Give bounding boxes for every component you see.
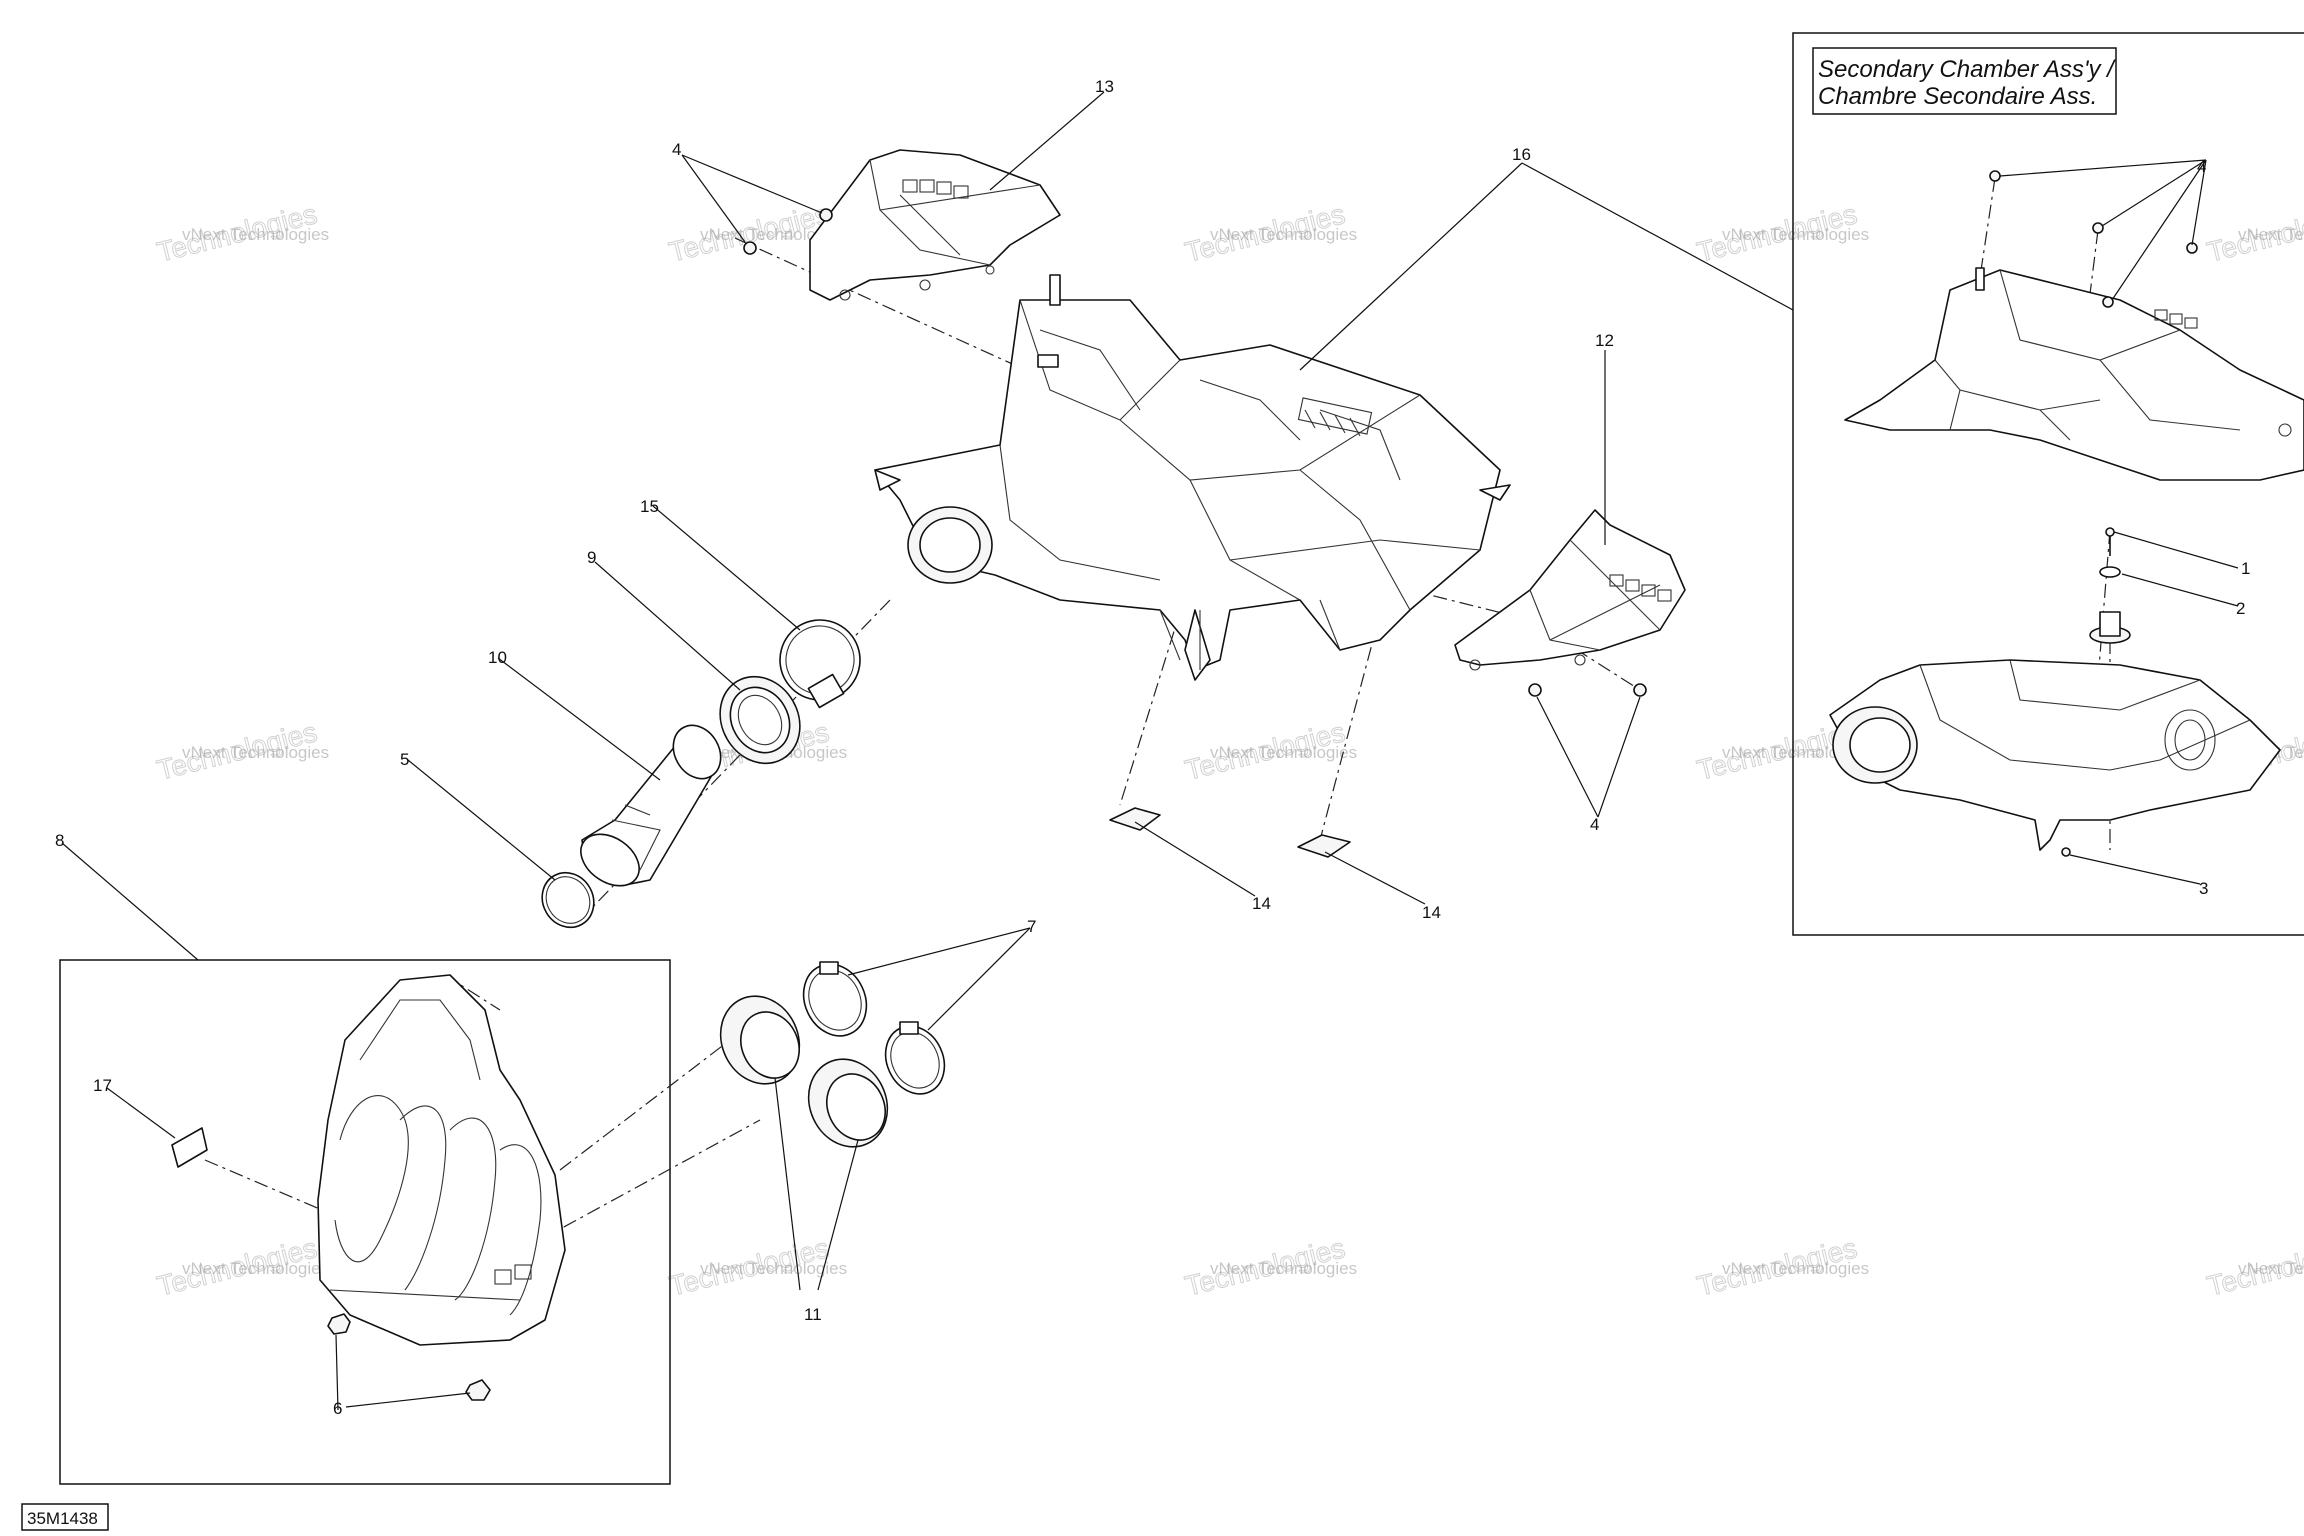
callout-2: 2 — [2236, 599, 2245, 618]
intake-bracket-13 — [809, 149, 1061, 301]
callout-4-right: 4 — [1590, 815, 1599, 834]
callout-5: 5 — [400, 750, 409, 769]
o-ring-5 — [541, 871, 595, 929]
callout-14-second: 14 — [1422, 903, 1441, 922]
inset-screws-4 — [1989, 170, 2198, 308]
svg-text:vNext Technologies: vNext Technologies — [2238, 1259, 2304, 1278]
callout-4-inset: 4 — [2197, 157, 2206, 176]
callout-1: 1 — [2241, 559, 2250, 578]
callout-9: 9 — [587, 548, 596, 567]
callout-12: 12 — [1595, 331, 1614, 350]
svg-text:vNext Technologies: vNext Technologies — [1722, 225, 1869, 244]
callout-11: 11 — [804, 1305, 822, 1324]
leader-lines — [61, 91, 2239, 1411]
callout-13: 13 — [1095, 77, 1114, 96]
secondary-chamber-lower — [1829, 659, 2281, 851]
watermark: Technologies vNext Technologies — [2203, 1232, 2304, 1303]
svg-text:vNext Technologies: vNext Technologies — [2238, 225, 2304, 244]
inset-grommet — [2089, 611, 2131, 644]
callout-7: 7 — [1027, 917, 1036, 936]
pads-14 — [1109, 807, 1351, 858]
watermark: Technologies vNext Technologies — [1181, 198, 1357, 269]
callouts: 13 4 16 12 15 9 10 5 8 17 6 7 11 14 14 4… — [55, 77, 2250, 1418]
callout-10: 10 — [488, 648, 507, 667]
callout-8: 8 — [55, 831, 64, 850]
airbox-main-assembly — [874, 274, 1511, 681]
svg-text:vNext Technologies: vNext Technologies — [1722, 1259, 1869, 1278]
figure-code-box — [21, 1503, 109, 1531]
callout-16: 16 — [1512, 145, 1531, 164]
watermark: Technologies vNext Technologies — [1181, 716, 1357, 787]
figure-code: 35M1438 — [27, 1509, 98, 1528]
filter-cover-inset-frame — [59, 959, 671, 1485]
watermark: Technologies vNext Technologies — [1181, 1232, 1357, 1303]
callout-6: 6 — [333, 1399, 342, 1418]
svg-text:vNext Technologies: vNext Technologies — [1210, 1259, 1357, 1278]
svg-text:vNext Technologies: vNext Technologies — [1210, 743, 1357, 762]
ring-9 — [719, 675, 801, 765]
inset-title-line2: Chambre Secondaire Ass. — [1818, 83, 2097, 110]
inset-fastener-3 — [2061, 847, 2071, 857]
watermark: Technologies vNext Technologies — [2203, 198, 2304, 269]
intake-bracket-12 — [1454, 509, 1686, 671]
svg-text:vNext Technologies: vNext Technologies — [182, 225, 329, 244]
clamp-15 — [779, 619, 861, 709]
svg-text:vNext Technologies: vNext Technologies — [700, 1259, 847, 1278]
callout-17: 17 — [93, 1076, 112, 1095]
callout-3: 3 — [2199, 879, 2208, 898]
secondary-chamber-inset-frame — [1792, 32, 2304, 936]
inset-fastener-1 — [2105, 527, 2115, 556]
callout-14: 14 — [1252, 894, 1271, 913]
svg-text:vNext Technologies: vNext Technologies — [182, 743, 329, 762]
svg-text:vNext Technologies: vNext Technologies — [182, 1259, 329, 1278]
watermark: Technologies vNext Technologies — [153, 716, 329, 787]
watermark: Technologies vNext Technologies — [153, 198, 329, 269]
watermark: Technologies vNext Technologies — [1693, 1232, 1869, 1303]
secondary-chamber-upper — [1844, 267, 2304, 481]
couplings-11 — [719, 995, 889, 1148]
callout-15: 15 — [640, 497, 659, 516]
svg-text:vNext Technologies: vNext Technologies — [1210, 225, 1357, 244]
inset-title-line1: Secondary Chamber Ass'y / — [1818, 56, 2116, 83]
watermark: Technologies vNext Technologies — [665, 1232, 847, 1303]
inset-washer-2 — [2099, 566, 2121, 578]
clamps-7 — [802, 961, 946, 1095]
intake-tube-10 — [580, 724, 722, 887]
filter-cover-8 — [317, 974, 566, 1346]
callout-4: 4 — [672, 140, 681, 159]
inset-title-box — [1812, 47, 2117, 115]
label-17 — [171, 1127, 208, 1168]
screws-4 — [743, 208, 1647, 697]
nuts-6 — [327, 1313, 491, 1401]
watermark: Technologies vNext Technologies — [1693, 198, 1869, 269]
watermark: Technologies vNext Technologies — [153, 1232, 329, 1303]
